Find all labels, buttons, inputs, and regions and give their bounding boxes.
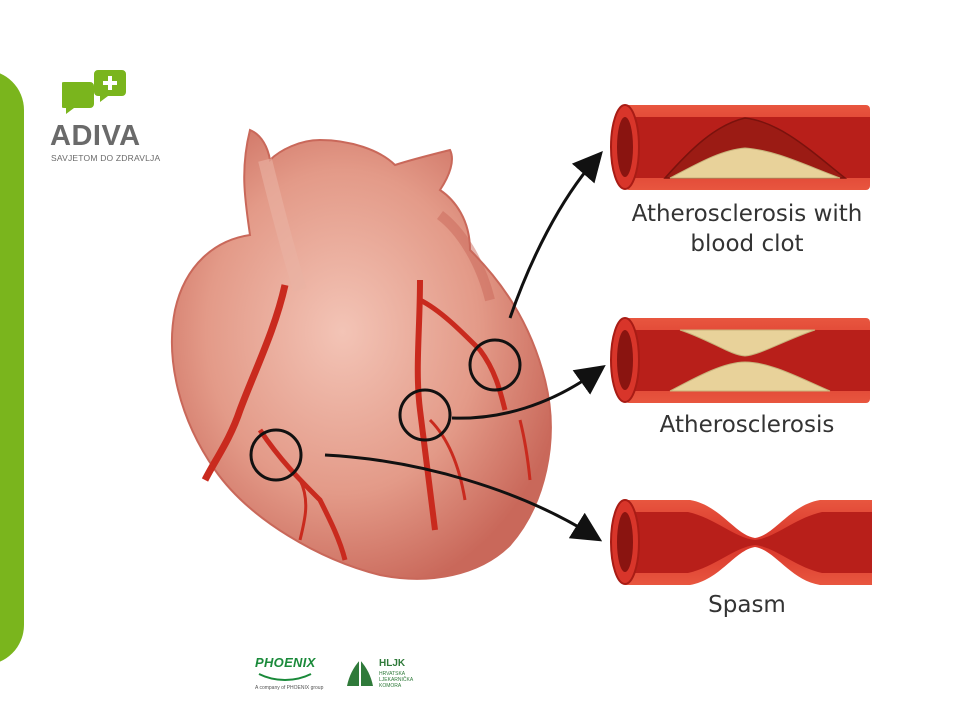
label-spasm: Spasm: [708, 592, 786, 618]
highlight-circle-clot: [468, 338, 522, 392]
artery-clot: [610, 104, 870, 190]
heart-illustration: [170, 128, 552, 580]
heart-artery-diagram: [170, 104, 872, 585]
hljk-name: HLJK: [379, 658, 406, 669]
hljk-subtitle: HRVATSKA LJEKARNIČKA KOMORA: [379, 671, 413, 689]
arrow-to-spasm: [324, 453, 603, 542]
speech-bubble-plus-icon: [62, 70, 126, 114]
phoenix-logo-text: PHOENIX: [255, 655, 316, 670]
label-atherosclerosis-with-clot: Atherosclerosis with blood clot: [612, 199, 882, 259]
brand-tagline: SAVJETOM DO ZDRAVLJA: [51, 153, 161, 163]
highlight-circle-spasm: [249, 428, 303, 482]
label-atherosclerosis: Atherosclerosis: [659, 412, 835, 438]
artery-atherosclerosis: [610, 317, 870, 403]
highlight-circle-atherosclerosis: [398, 388, 452, 442]
artery-spasm: [610, 499, 872, 585]
label-line-2: blood clot: [690, 231, 804, 257]
hljk-logo-icon: [347, 660, 373, 686]
phoenix-swoosh-icon: [258, 673, 312, 681]
arrow-to-clot: [508, 150, 603, 319]
phoenix-subtitle: A company of PHOENIX group: [255, 685, 324, 691]
arrow-to-atherosclerosis: [451, 365, 606, 420]
label-line-1: Atherosclerosis with: [631, 201, 863, 227]
brand-name: ADIVA: [50, 120, 141, 152]
brand-logo: ADIVA SAVJETOM DO ZDRAVLJA: [50, 68, 160, 168]
accent-side-bar: [0, 70, 24, 665]
